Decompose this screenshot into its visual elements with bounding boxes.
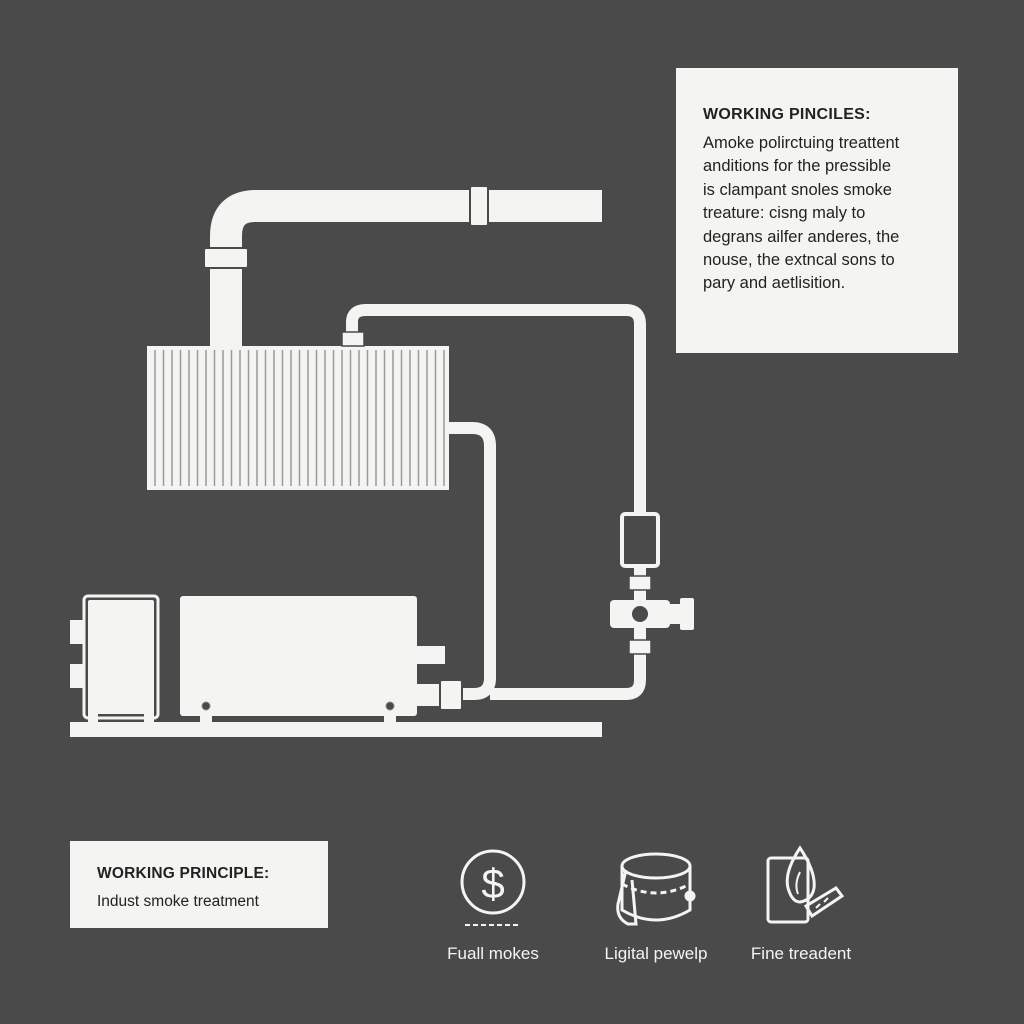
dollar-coin-icon: $ [460, 849, 526, 926]
feature-fine-treadent: Fine treadent [736, 934, 866, 964]
exhaust-coupling [469, 185, 489, 227]
flame-device-icon [766, 845, 845, 924]
working-principle-label: WORKING PRINCIPLE: Indust smoke treatmen… [70, 841, 328, 928]
supply-inlet-collar [341, 331, 365, 347]
feature-label: Ligital pewelp [604, 944, 708, 963]
info-line: is clampant snoles smoke [703, 180, 892, 199]
feature-ligital-pewelp: Ligital pewelp [586, 934, 726, 964]
info-line: treature: cisng maly to [703, 204, 866, 223]
exhaust-pipe [210, 190, 602, 340]
working-principles-title: WORKING PINCILES: [703, 106, 871, 123]
feature-label: Fine treadent [750, 944, 852, 963]
supply-pipe [346, 304, 646, 700]
info-line: nouse, the extncal sons to [703, 251, 895, 270]
label-title: WORKING PRINCIPLE: [97, 865, 270, 882]
return-pipe [449, 422, 496, 700]
info-line: anditions for the pressible [703, 157, 892, 176]
feature-fuall-mokes: Fuall mokes [430, 934, 556, 964]
svg-text:$: $ [481, 860, 504, 907]
info-line: pary and aetlisition. [703, 274, 846, 293]
base-platform [70, 722, 602, 737]
return-coupling [439, 679, 463, 711]
info-line: degrans ailfer anderes, the [703, 227, 900, 246]
valve-assembly [610, 512, 694, 655]
working-principles-panel: WORKING PINCILES: Amoke polirctuing trea… [676, 68, 958, 353]
main-tank [180, 596, 445, 722]
drum-icon [616, 852, 696, 926]
info-line: Amoke polirctuing treattent [703, 134, 900, 152]
feature-label: Fuall mokes [447, 944, 539, 963]
control-unit [70, 594, 160, 722]
radiator-filter [147, 346, 449, 490]
exhaust-flange [203, 247, 249, 269]
pipe-collar [210, 334, 242, 348]
label-subtitle: Indust smoke treatment [97, 893, 259, 910]
